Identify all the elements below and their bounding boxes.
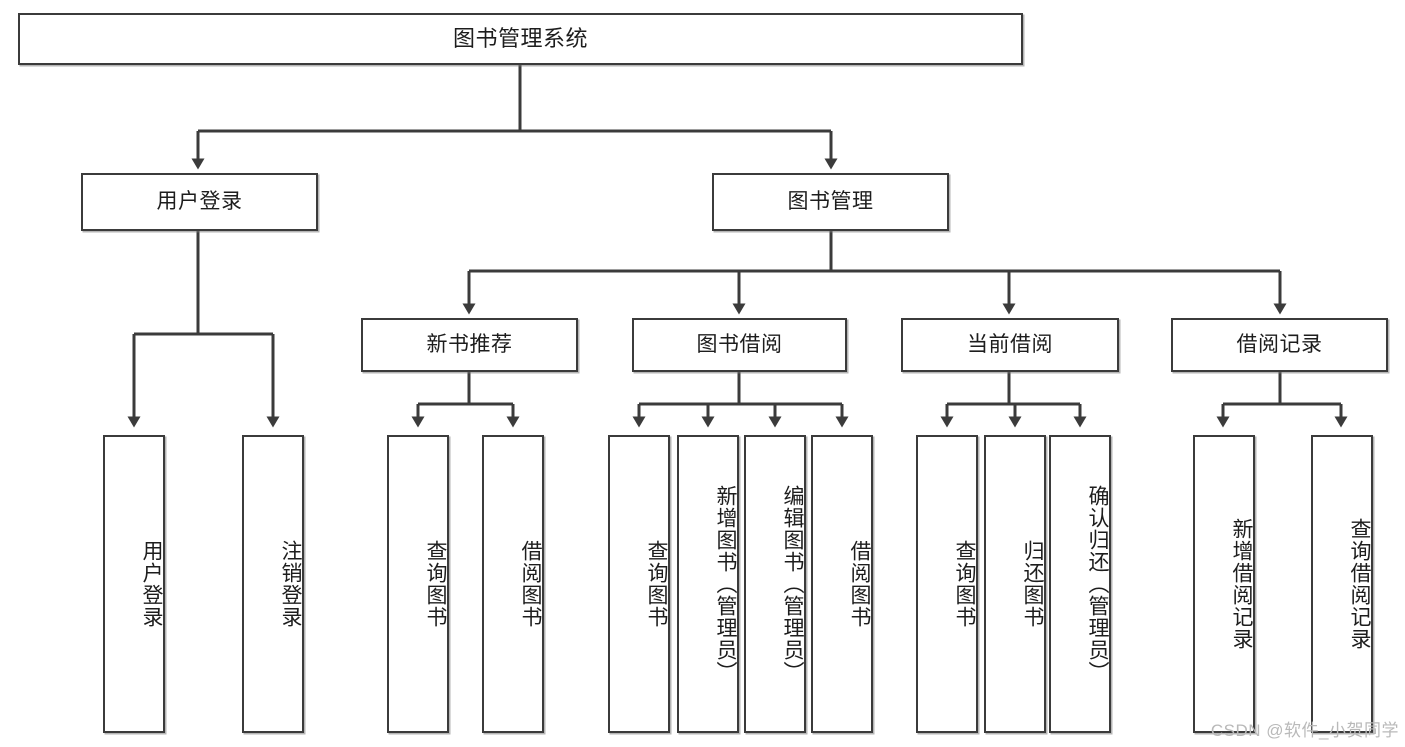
node-label: 新书推荐 — [426, 332, 513, 356]
node-label: 用户登录 — [140, 540, 163, 628]
node-label: 图书管理 — [787, 189, 874, 213]
node-label: 新增图书（管理员） — [714, 485, 737, 683]
node-new-book-recommend[interactable]: 新书推荐 — [361, 318, 578, 372]
leaf-confirm-return[interactable]: 确认归还（管理员） — [1049, 435, 1111, 733]
node-label: 当前借阅 — [967, 332, 1053, 356]
node-label: 新增借阅记录 — [1230, 518, 1253, 650]
node-label: 查询借阅记录 — [1348, 518, 1371, 650]
node-label: 借阅图书 — [848, 540, 871, 628]
node-root-system[interactable]: 图书管理系统 — [18, 13, 1023, 65]
node-label: 查询图书 — [424, 540, 447, 628]
node-book-management[interactable]: 图书管理 — [712, 173, 949, 231]
leaf-add-book[interactable]: 新增图书（管理员） — [677, 435, 739, 733]
leaf-user-login[interactable]: 用户登录 — [103, 435, 165, 733]
leaf-query-book-2[interactable]: 查询图书 — [608, 435, 670, 733]
leaf-query-book-3[interactable]: 查询图书 — [916, 435, 978, 733]
node-label: 确认归还（管理员） — [1086, 485, 1109, 683]
node-label: 查询图书 — [645, 540, 668, 628]
node-label: 图书管理系统 — [452, 26, 588, 52]
leaf-edit-book[interactable]: 编辑图书（管理员） — [744, 435, 806, 733]
node-label: 编辑图书（管理员） — [781, 485, 804, 683]
node-label: 借阅图书 — [519, 540, 542, 628]
node-book-borrow[interactable]: 图书借阅 — [632, 318, 847, 372]
node-label: 用户登录 — [156, 189, 243, 213]
node-label: 归还图书 — [1021, 540, 1044, 628]
node-label: 图书借阅 — [696, 332, 783, 356]
node-current-borrow[interactable]: 当前借阅 — [901, 318, 1119, 372]
leaf-borrow-book-2[interactable]: 借阅图书 — [811, 435, 873, 733]
leaf-logout-login[interactable]: 注销登录 — [242, 435, 304, 733]
leaf-query-record[interactable]: 查询借阅记录 — [1311, 435, 1373, 733]
leaf-query-book-1[interactable]: 查询图书 — [387, 435, 449, 733]
node-label: 查询图书 — [953, 540, 976, 628]
leaf-return-book[interactable]: 归还图书 — [984, 435, 1046, 733]
node-borrow-record[interactable]: 借阅记录 — [1171, 318, 1388, 372]
watermark-text: CSDN @软件_小贺同学 — [1210, 721, 1399, 740]
node-user-login[interactable]: 用户登录 — [81, 173, 318, 231]
leaf-add-record[interactable]: 新增借阅记录 — [1193, 435, 1255, 733]
leaf-borrow-book-1[interactable]: 借阅图书 — [482, 435, 544, 733]
node-label: 借阅记录 — [1236, 332, 1323, 356]
node-label: 注销登录 — [279, 540, 302, 628]
